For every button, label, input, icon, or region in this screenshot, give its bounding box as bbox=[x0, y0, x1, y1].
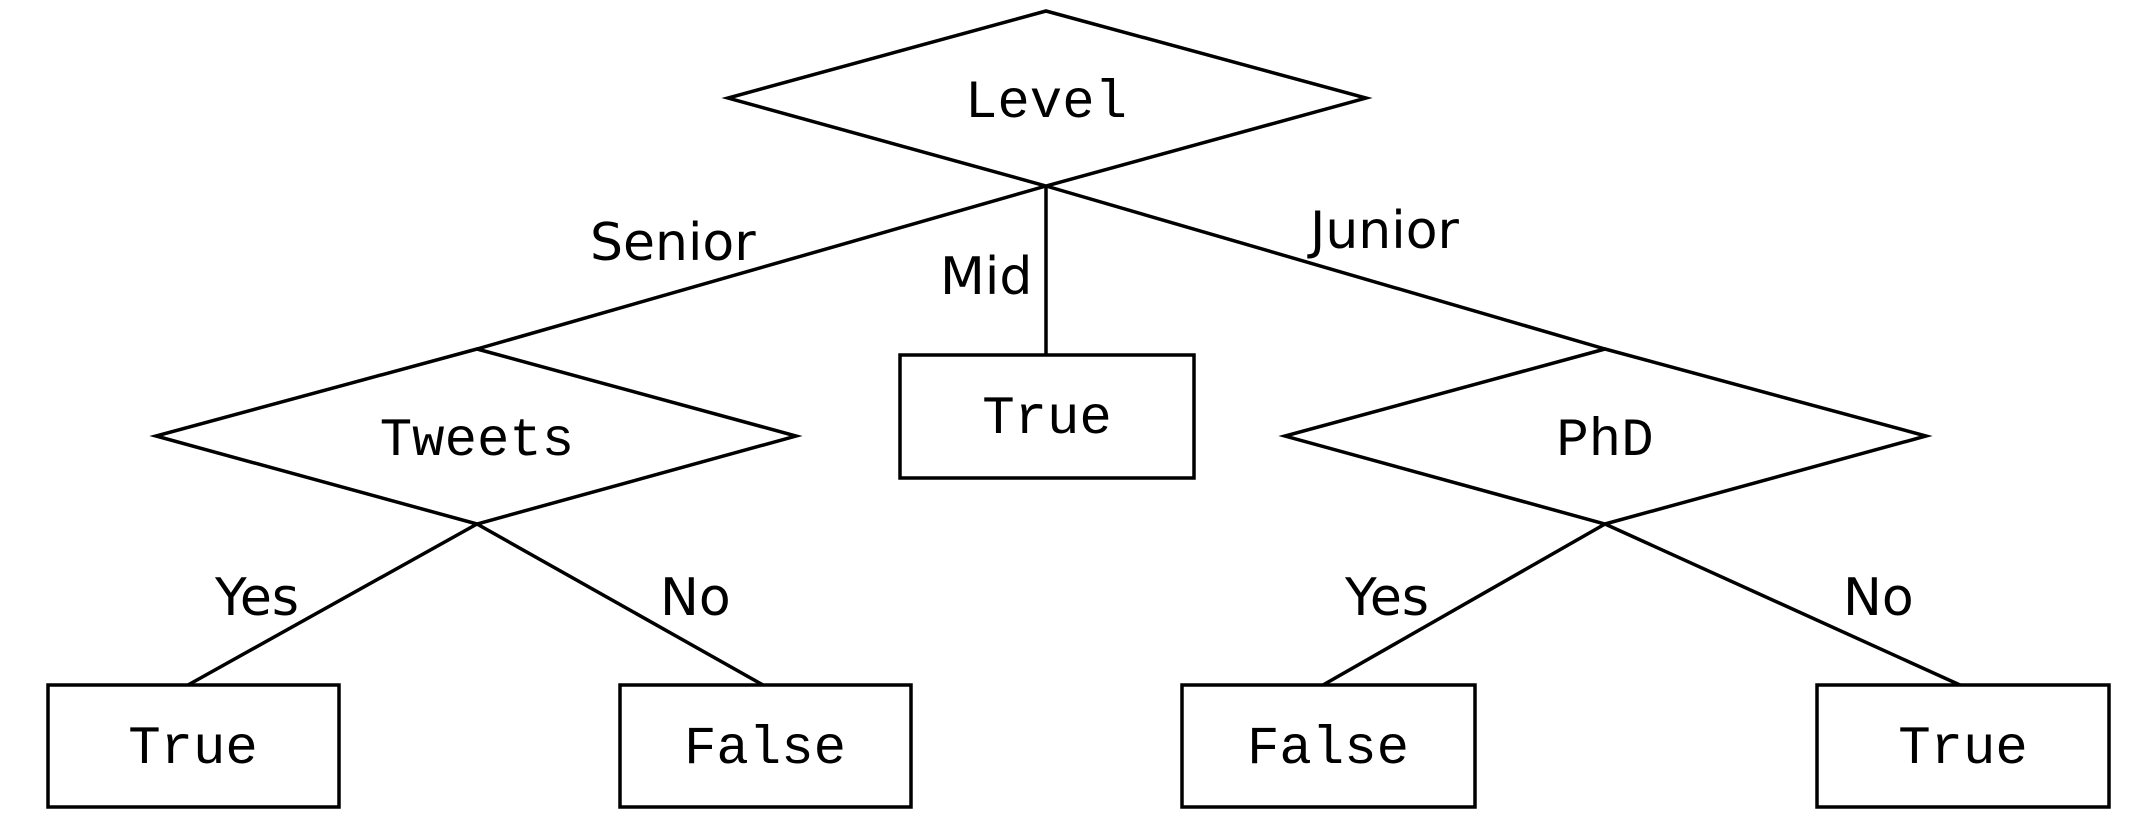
decision-node-level: Level bbox=[721, 9, 1373, 188]
leaf-label-phd-no: True bbox=[1898, 719, 2028, 780]
edge-tweets-no bbox=[476, 522, 764, 687]
leaf-node-tweets-no: False bbox=[618, 683, 913, 809]
edge-label-phd-yes: Yes bbox=[1344, 568, 1429, 628]
edge-tweets-yes bbox=[187, 522, 478, 687]
leaf-label-tweets-no: False bbox=[684, 719, 846, 780]
node-label-level: Level bbox=[965, 73, 1127, 134]
edge-label-phd-no: No bbox=[1843, 568, 1914, 628]
edge-label-tweets-no: No bbox=[660, 568, 731, 628]
edge-label-senior: Senior bbox=[590, 213, 756, 273]
leaf-label-mid: True bbox=[982, 389, 1112, 450]
leaf-node-tweets-yes: True bbox=[46, 683, 341, 809]
leaf-node-mid: True bbox=[898, 353, 1196, 480]
edge-label-junior: Junior bbox=[1307, 201, 1460, 261]
edge-label-mid: Mid bbox=[940, 247, 1032, 307]
leaf-label-phd-yes: False bbox=[1247, 719, 1409, 780]
node-label-tweets: Tweets bbox=[380, 411, 574, 472]
edge-level-tweets bbox=[476, 184, 1047, 351]
decision-node-tweets: Tweets bbox=[149, 347, 803, 526]
node-label-phd: PhD bbox=[1556, 411, 1653, 472]
leaf-label-tweets-yes: True bbox=[128, 719, 258, 780]
edge-label-tweets-yes: Yes bbox=[214, 568, 299, 628]
edge-level-phd bbox=[1045, 184, 1606, 351]
leaf-node-phd-no: True bbox=[1815, 683, 2111, 809]
edge-phd-yes bbox=[1322, 522, 1606, 687]
leaf-node-phd-yes: False bbox=[1180, 683, 1477, 809]
edge-phd-no bbox=[1604, 522, 1961, 687]
decision-node-phd: PhD bbox=[1278, 347, 1933, 526]
